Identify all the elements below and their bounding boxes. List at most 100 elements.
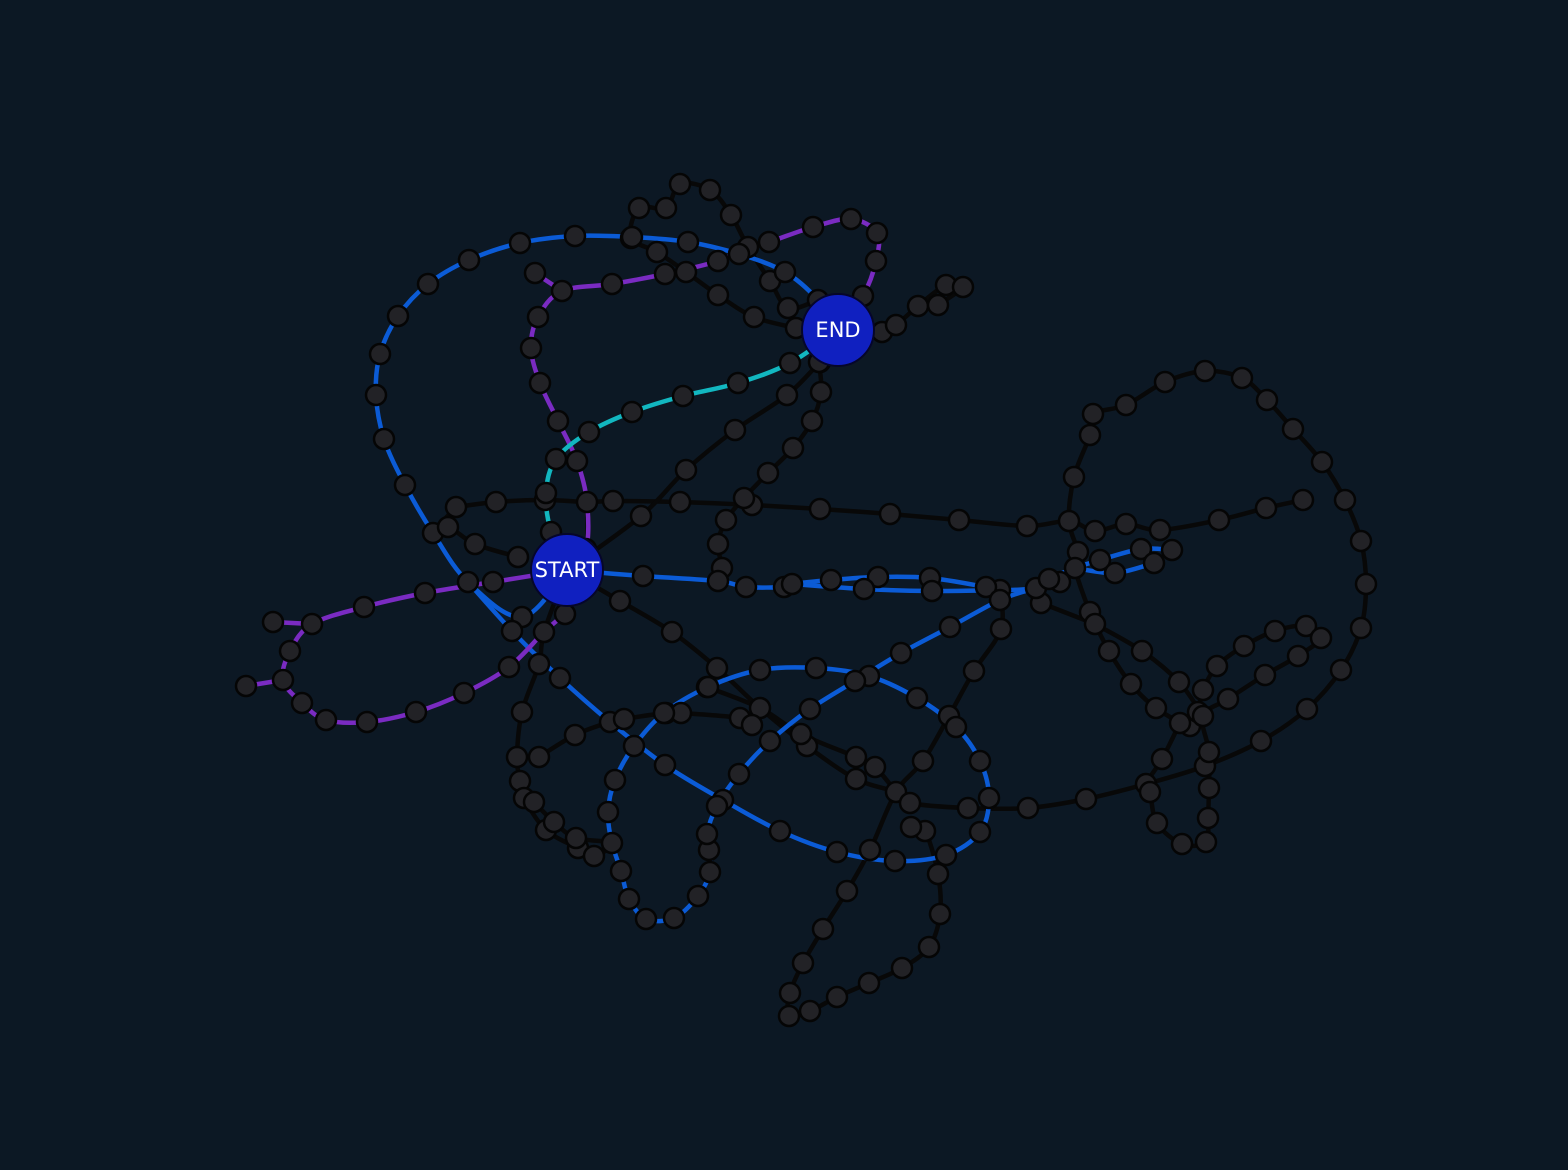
waypoint-node [723, 418, 747, 442]
waypoint-node [974, 575, 998, 599]
waypoint-node [565, 449, 589, 473]
waypoint-node [662, 906, 686, 930]
waypoint-node [481, 570, 505, 594]
waypoint-node [457, 248, 481, 272]
waypoint-node [436, 515, 460, 539]
waypoint-node [522, 790, 546, 814]
waypoint-node [1170, 832, 1194, 856]
waypoint-node [863, 755, 887, 779]
waypoint-node [546, 409, 570, 433]
waypoint-node [781, 436, 805, 460]
waypoint-node [508, 231, 532, 255]
waypoint-node [506, 545, 530, 569]
waypoint-node [1063, 556, 1087, 580]
waypoint-node [553, 602, 577, 626]
waypoint-node [883, 849, 907, 873]
waypoint-node [290, 691, 314, 715]
waypoint-node [1130, 639, 1154, 663]
waypoint-node [857, 971, 881, 995]
waypoint-node [864, 249, 888, 273]
waypoint-node [977, 786, 1001, 810]
waypoint-node [917, 935, 941, 959]
waypoint-node [989, 617, 1013, 641]
waypoint-node [416, 272, 440, 296]
waypoint-node [463, 532, 487, 556]
waypoint-node [698, 178, 722, 202]
waypoint-node [1074, 787, 1098, 811]
edge [1092, 621, 1206, 719]
waypoint-node [1083, 612, 1107, 636]
waypoint-nodes [234, 172, 1378, 1028]
waypoint-node [620, 400, 644, 424]
waypoint-node [968, 749, 992, 773]
edge [715, 359, 824, 584]
route-edge-teal [543, 327, 841, 573]
waypoint-node [1191, 704, 1215, 728]
waypoint-node [825, 985, 849, 1009]
start-node-circle [530, 533, 604, 607]
waypoint-node [634, 907, 658, 931]
waypoint-node [1016, 796, 1040, 820]
waypoint-node [534, 481, 558, 505]
waypoint-node [844, 767, 868, 791]
waypoint-node [1281, 417, 1305, 441]
waypoint-node [601, 489, 625, 513]
waypoint-node [1295, 697, 1319, 721]
waypoint-node [748, 658, 772, 682]
waypoint-node [548, 666, 572, 690]
waypoint-node [780, 572, 804, 596]
waypoint-node [988, 588, 1012, 612]
waypoint-node [951, 275, 975, 299]
waypoint-node [714, 508, 738, 532]
waypoint-node [484, 490, 508, 514]
waypoint-node [1153, 370, 1177, 394]
waypoint-node [843, 669, 867, 693]
waypoint-node [727, 762, 751, 786]
waypoint-node [627, 196, 651, 220]
waypoint-node [631, 564, 655, 588]
waypoint-node [962, 659, 986, 683]
waypoint-node [956, 796, 980, 820]
waypoint-node [300, 612, 324, 636]
waypoint-node [527, 745, 551, 769]
waypoint-node [734, 575, 758, 599]
waypoint-node [1015, 514, 1039, 538]
waypoint-node [603, 768, 627, 792]
waypoint-node [563, 224, 587, 248]
waypoint-node [839, 207, 863, 231]
waypoint-node [352, 595, 376, 619]
waypoint-node [778, 351, 802, 375]
waypoint-node [674, 458, 698, 482]
end-node: END [801, 293, 875, 367]
waypoint-node [1191, 678, 1215, 702]
waypoint-node [696, 675, 720, 699]
waypoint-node [804, 656, 828, 680]
waypoint-node [698, 860, 722, 884]
waypoint-node [234, 674, 258, 698]
waypoint-node [609, 859, 633, 883]
waypoint-node [596, 800, 620, 824]
waypoint-node [1205, 654, 1229, 678]
waypoint-node [386, 304, 410, 328]
waypoint-node [654, 196, 678, 220]
waypoint-node [261, 610, 285, 634]
waypoint-node [393, 473, 417, 497]
waypoint-node [819, 568, 843, 592]
waypoint-node [898, 791, 922, 815]
waypoint-node [1230, 366, 1254, 390]
waypoint-node [271, 668, 295, 692]
waypoint-node [1216, 687, 1240, 711]
waypoint-node [1138, 780, 1162, 804]
waypoint-node [1349, 529, 1373, 553]
waypoint-node [928, 902, 952, 926]
waypoint-node [889, 641, 913, 665]
waypoint-node [865, 221, 889, 245]
waypoint-node [544, 447, 568, 471]
waypoint-node [1255, 388, 1279, 412]
waypoint-node [740, 713, 764, 737]
waypoint-node [858, 838, 882, 862]
waypoint-node [456, 570, 480, 594]
waypoint-node [811, 917, 835, 941]
waypoint-node [1081, 402, 1105, 426]
waypoint-node [617, 887, 641, 911]
